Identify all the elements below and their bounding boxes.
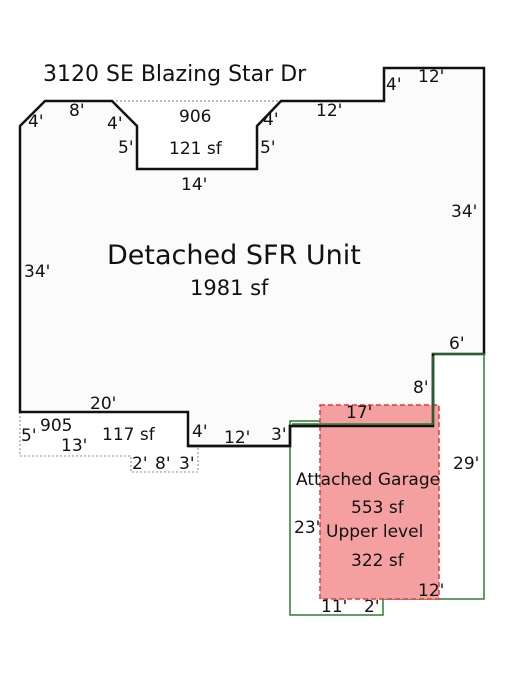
dim-label: 14' bbox=[181, 175, 207, 195]
dim-label: 2' bbox=[132, 454, 148, 474]
left-bump-area: 117 sf bbox=[102, 425, 156, 445]
dim-label: 12' bbox=[224, 428, 250, 448]
dim-label: 23' bbox=[294, 518, 320, 538]
main-unit-area: 1981 sf bbox=[190, 276, 269, 300]
top-bump-code: 906 bbox=[179, 107, 211, 127]
dim-label: 5' bbox=[118, 138, 134, 158]
garage-area: 553 sf bbox=[351, 498, 405, 518]
dim-label: 8' bbox=[69, 101, 85, 121]
dim-label: 3' bbox=[179, 454, 195, 474]
dim-label: 8' bbox=[155, 454, 171, 474]
dim-label: 4' bbox=[386, 75, 402, 95]
dim-label: 17' bbox=[346, 403, 372, 423]
dim-label: 12' bbox=[316, 101, 342, 121]
dim-label: 34' bbox=[451, 202, 477, 222]
dim-label: 2' bbox=[364, 597, 380, 617]
left-bump-code: 905 bbox=[40, 416, 72, 436]
garage-upper-area: 322 sf bbox=[351, 551, 405, 571]
dim-label: 4' bbox=[192, 422, 208, 442]
dim-label: 20' bbox=[90, 394, 116, 414]
dim-label: 29' bbox=[453, 454, 479, 474]
dim-label: 6' bbox=[449, 334, 465, 354]
garage-name: Attached Garage bbox=[296, 470, 440, 490]
garage-upper-level bbox=[319, 404, 440, 600]
dim-label: 12' bbox=[418, 67, 444, 87]
dim-label: 5' bbox=[260, 138, 276, 158]
dim-label: 12' bbox=[418, 581, 444, 601]
green-boundary-accent bbox=[292, 356, 434, 425]
dim-label: 4' bbox=[28, 112, 44, 132]
dim-label: 4' bbox=[107, 114, 123, 134]
dim-label: 8' bbox=[413, 378, 429, 398]
address-title: 3120 SE Blazing Star Dr bbox=[43, 62, 307, 87]
dim-label: 13' bbox=[61, 436, 87, 456]
dim-label: 5' bbox=[21, 426, 37, 446]
garage-upper-label: Upper level bbox=[326, 522, 423, 542]
dim-label: 4' bbox=[263, 110, 279, 130]
main-unit-name: Detached SFR Unit bbox=[107, 240, 361, 271]
dim-label: 11' bbox=[321, 597, 347, 617]
top-bump-area: 121 sf bbox=[169, 139, 223, 159]
dim-label: 3' bbox=[271, 425, 287, 445]
dim-label: 34' bbox=[24, 262, 50, 282]
